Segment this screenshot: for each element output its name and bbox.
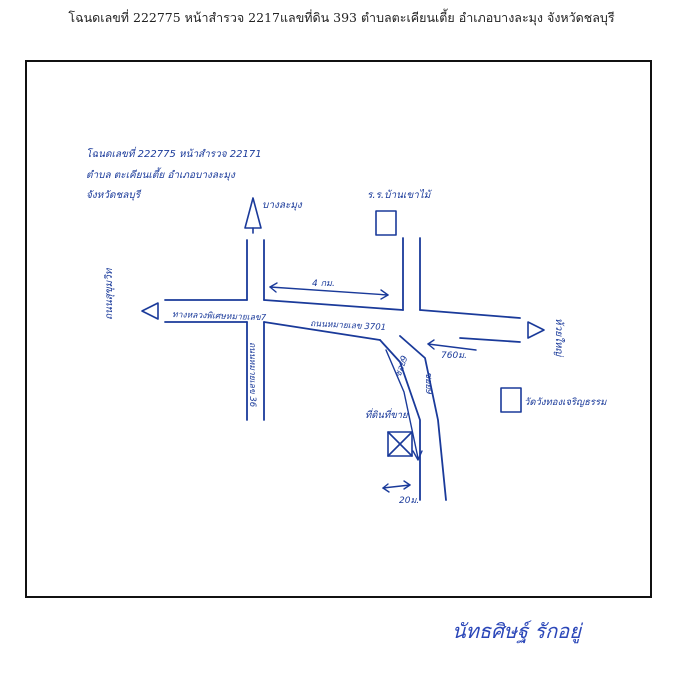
plot-marker-icon [387, 431, 413, 457]
signature: นัทธศิษฐ์ รักอยู่ [452, 619, 584, 644]
distance-arrow-4km [269, 282, 389, 300]
school-label: ร.ร.บ้านเขาไม้ [367, 189, 432, 201]
distance-20m-label: 20ม. [399, 496, 419, 506]
signature-text: นัทธศิษฐ์ รักอยู่ [452, 619, 584, 644]
distance-760m-label: 760ม. [441, 351, 467, 361]
road-north [246, 239, 265, 301]
note-line-3: จังหวัดชลบุรี [86, 189, 142, 201]
school-building-icon [375, 210, 397, 236]
west-arrow-icon [141, 302, 159, 320]
soi-road [379, 335, 447, 501]
main-road [164, 299, 521, 343]
road-36-label: ถนนหมายเลข 36 [247, 342, 257, 408]
west-label: ถนนสุขุมวิท [103, 267, 115, 320]
distance-4km-label: 4 กม. [312, 279, 335, 289]
note-line-2: ตำบล ตะเคียนเตี้ย อำเภอบางละมุง [86, 167, 236, 181]
plot-label: ที่ดินที่ขาย [365, 408, 409, 421]
road-south [246, 321, 265, 421]
soi-label: ซอย9 [423, 372, 433, 395]
north-arrow-icon [244, 197, 262, 234]
temple-building-icon [500, 387, 522, 413]
map-frame [25, 60, 652, 598]
highway-7-label: ทางหลวงพิเศษหมายเลข7 [172, 310, 267, 323]
distance-arrow-760m [427, 339, 477, 351]
distance-arrow-20m [382, 480, 411, 493]
note-line-1: โฉนดเลขที่ 222775 หน้าสำรวจ 22171 [86, 146, 262, 160]
road-school [402, 237, 421, 311]
deed-header: โฉนดเลขที่ 222775 หน้าสำรวจ 2217แลขที่ดิ… [68, 10, 615, 25]
east-label: ห้วยใหญ่ [553, 318, 565, 358]
road-3701-label: ถนนหมายเลข 3701 [310, 319, 386, 333]
temple-label: วัดวังทองเจริญธรรม [524, 397, 607, 408]
north-label: บางละมุง [262, 200, 303, 211]
east-arrow-icon [527, 321, 545, 339]
soi-direction-arrow [385, 349, 423, 461]
